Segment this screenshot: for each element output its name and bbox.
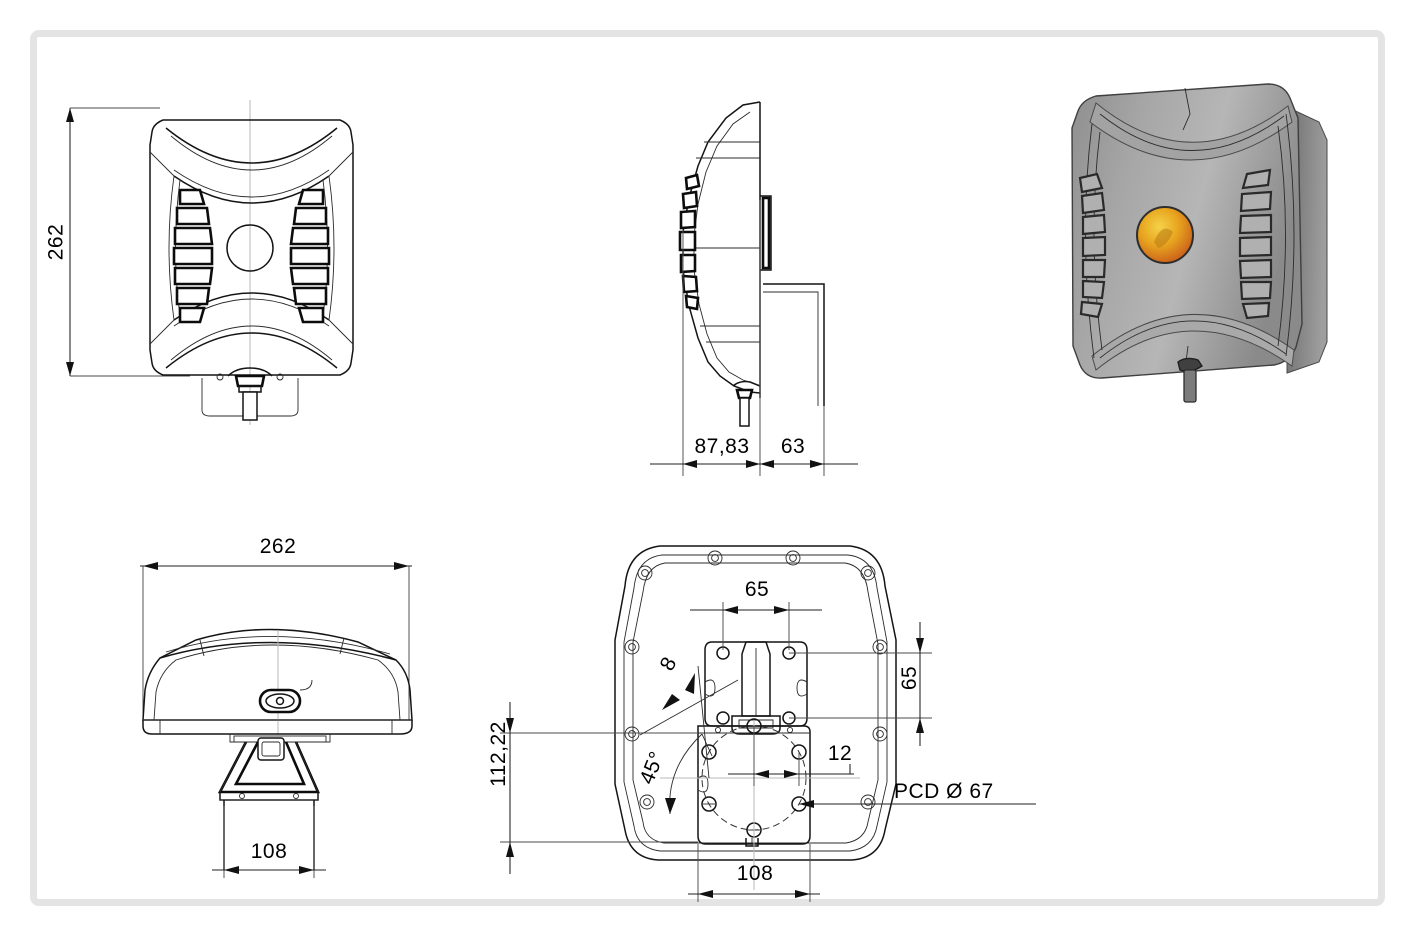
isometric-geometry (1071, 83, 1328, 403)
dimension-hole-spacing-vertical (789, 622, 932, 746)
dimension-hole-spacing-horizontal (690, 602, 822, 650)
dimension-label-overall-width: 262 (259, 535, 297, 558)
dimension-label-bracket-offset: 63 (780, 435, 806, 458)
dimension-pitch-circle (799, 800, 1036, 808)
dimension-label-plate-width: 108 (736, 862, 774, 885)
dimension-bracket-width (212, 806, 326, 878)
dimension-label-front-height: 262 (44, 223, 68, 261)
dimension-label-hole-spacing-vertical: 65 (897, 665, 921, 691)
screw-bosses (624, 550, 888, 810)
vent-slots-left (172, 188, 214, 324)
dimension-overall-width (140, 562, 412, 720)
connector-port (258, 679, 313, 714)
dimension-label-hole-diameter: 8 (655, 652, 682, 675)
dimension-plate-width (688, 844, 820, 902)
isometric-view (1040, 70, 1370, 420)
side-vent-slots (678, 173, 701, 311)
dimension-plate-height (500, 702, 698, 874)
front-view: 262 (40, 80, 460, 460)
dimension-angle (665, 733, 713, 815)
dimension-front-height (66, 107, 190, 377)
rear-view: 65 65 112,22 108 8 45° 12 PCD Ø 67 (480, 530, 1040, 910)
elevation-view: 262 108 (100, 530, 470, 900)
elevation-geometry (140, 562, 413, 878)
dimension-label-pin-offset: 12 (827, 742, 853, 765)
rear-view-geometry (500, 545, 1036, 902)
vent-slots-right (289, 188, 331, 324)
dimension-label-plate-height: 112,22 (486, 721, 510, 787)
front-view-geometry (66, 100, 354, 425)
dimension-pin-offset (728, 726, 854, 786)
dimension-hole-diameter (639, 665, 739, 779)
dimension-label-bracket-width: 108 (250, 840, 288, 863)
dimension-label-hole-spacing-horizontal: 65 (744, 578, 770, 601)
side-view-geometry (678, 101, 825, 476)
dimension-label-pitch-circle: PCD Ø 67 (894, 780, 994, 803)
dimension-side-depths (650, 460, 858, 468)
dimension-label-body-depth: 87,83 (694, 435, 750, 458)
side-view: 87,83 63 (600, 80, 900, 510)
